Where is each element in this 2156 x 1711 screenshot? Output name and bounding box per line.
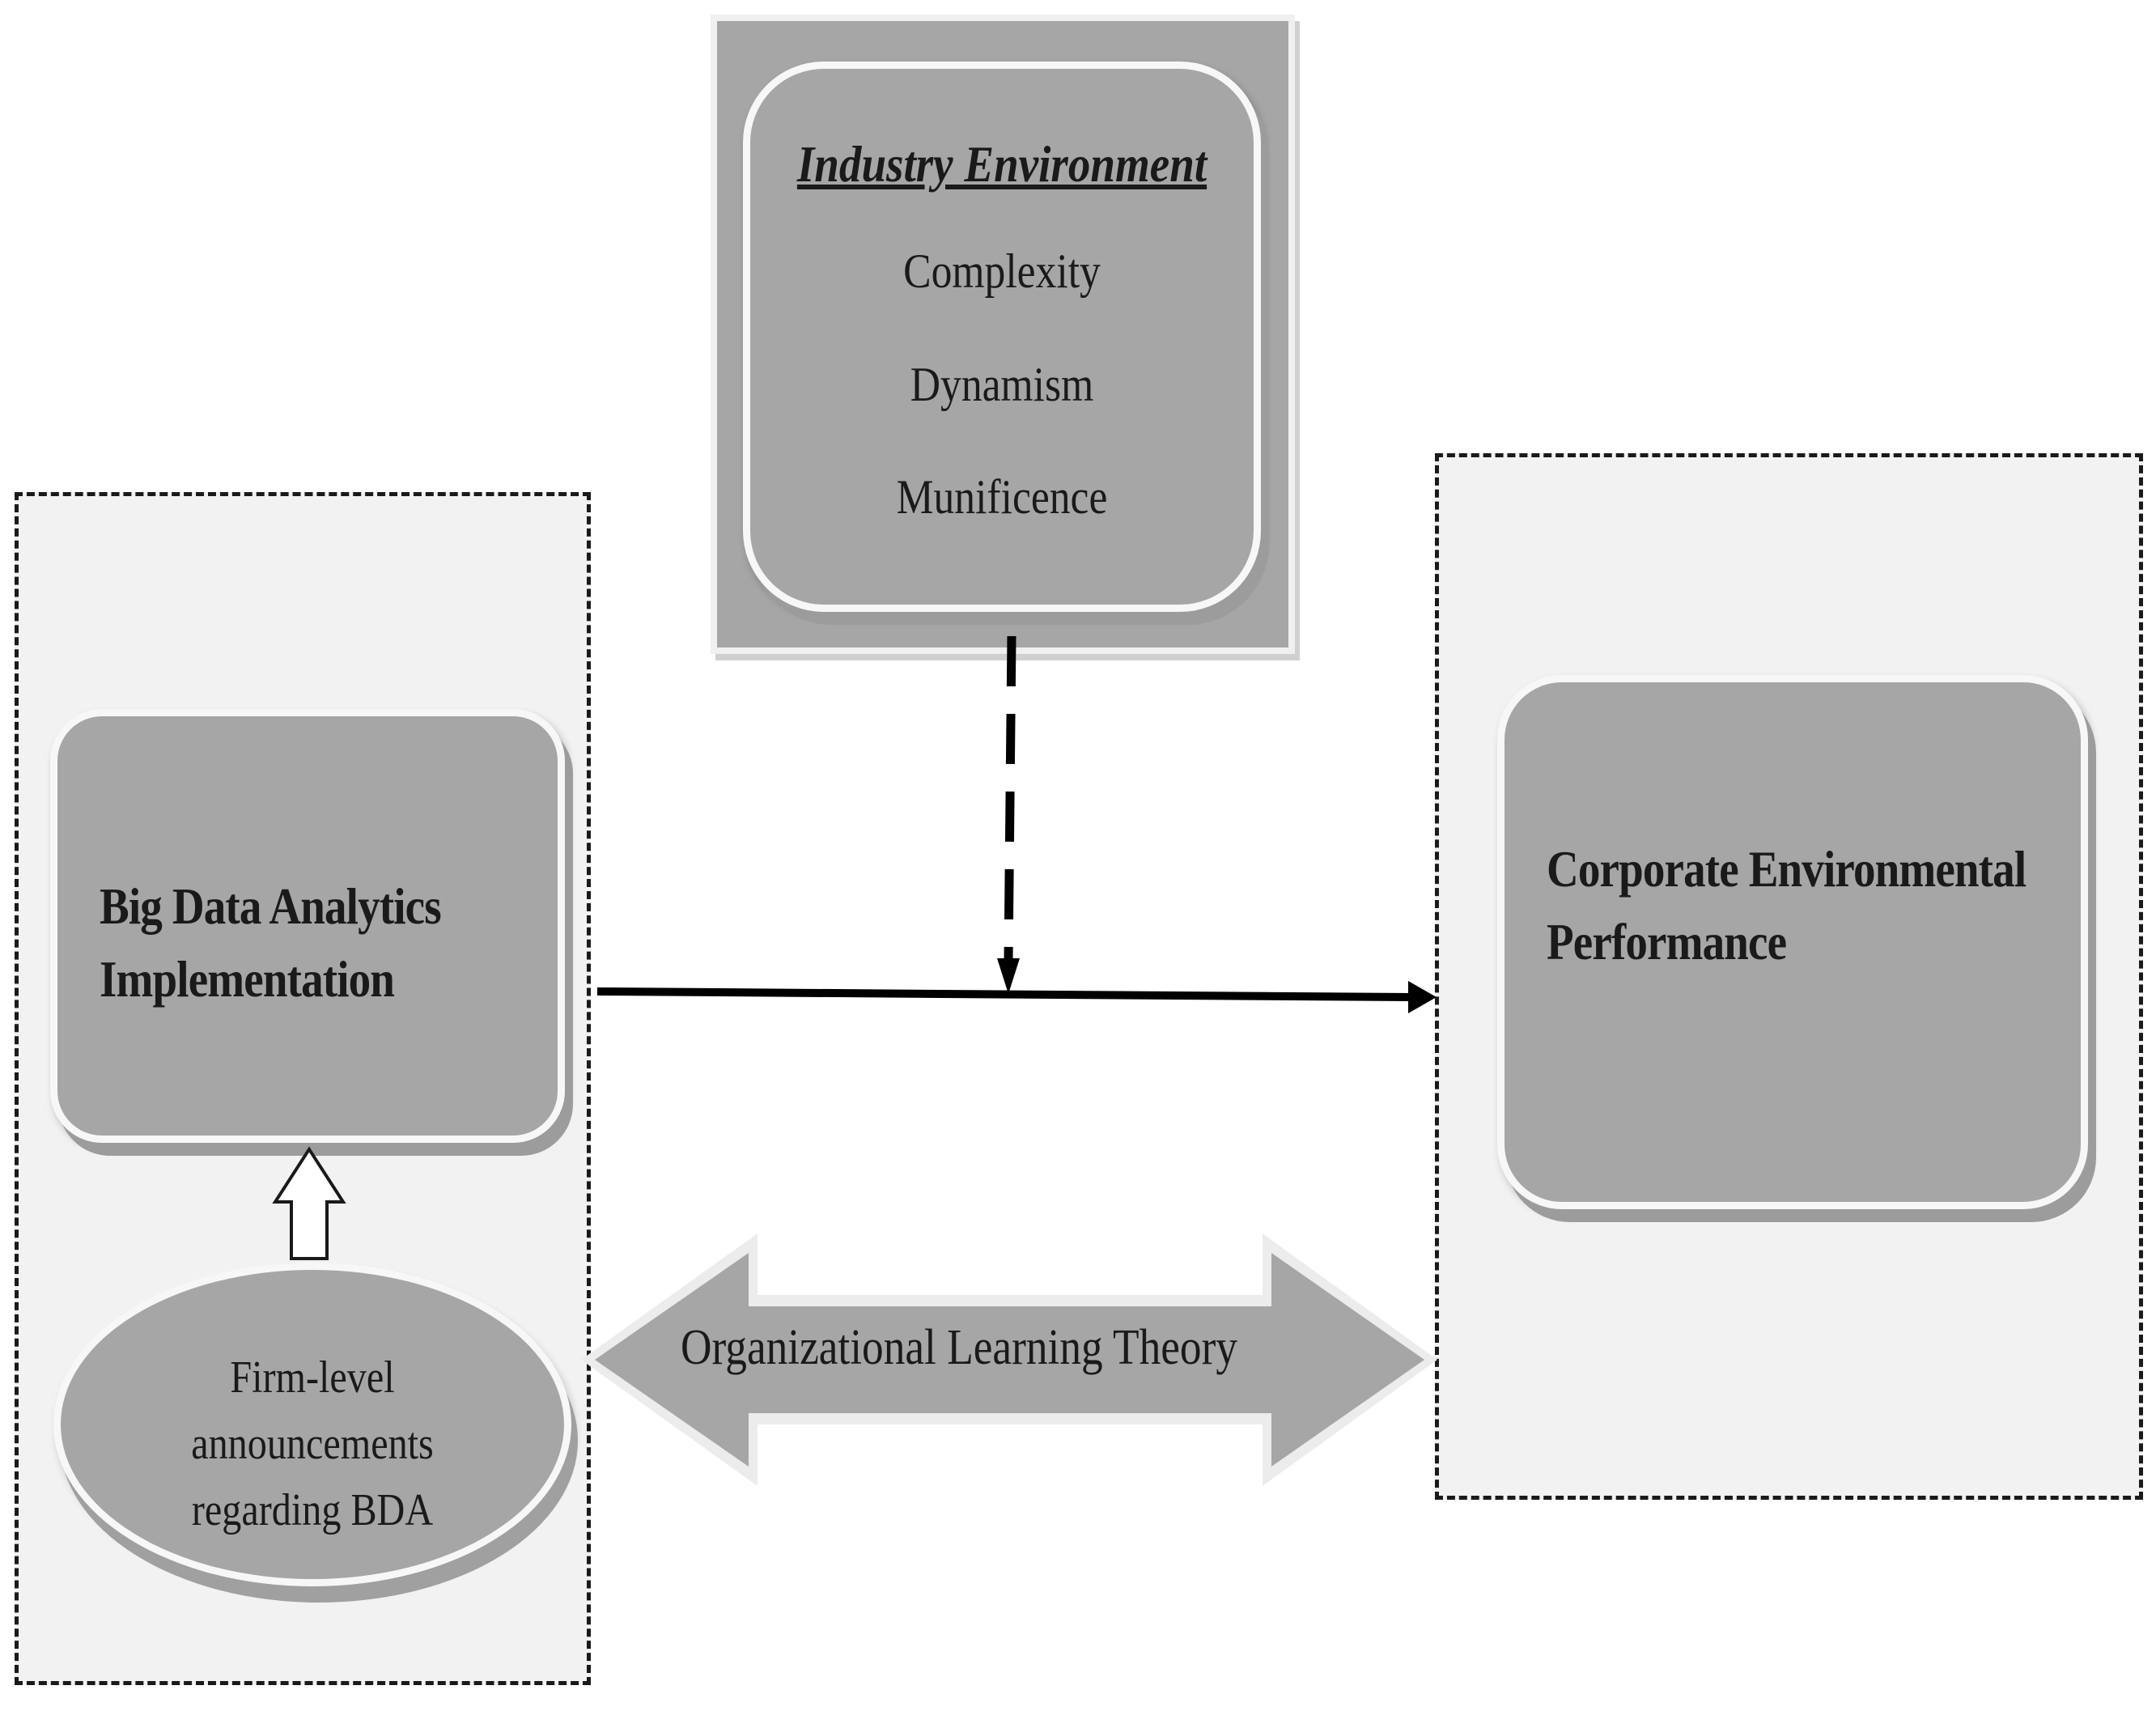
bda-implementation-line1: Big Data Analytics bbox=[100, 877, 442, 935]
theory-label: Organizational Learning Theory bbox=[681, 1320, 1237, 1375]
moderator-item-munificence: Munificence bbox=[896, 470, 1108, 524]
theory-double-arrow bbox=[595, 1253, 1424, 1467]
cep-line1: Corporate Environmental bbox=[1547, 840, 2027, 898]
industry-environment-box: Industry Environment Complexity Dynamism… bbox=[743, 62, 1261, 612]
cep-box: Corporate Environmental Performance bbox=[1497, 675, 2088, 1209]
firm-announcements-ellipse: Firm-level announcements regarding BDA bbox=[53, 1263, 571, 1586]
hollow-up-arrow bbox=[272, 1146, 346, 1260]
moderator-item-dynamism: Dynamism bbox=[910, 358, 1094, 411]
moderating-arrowhead bbox=[997, 958, 1020, 994]
industry-environment-title: Industry Environment bbox=[796, 135, 1207, 193]
cep-line2: Performance bbox=[1547, 913, 1787, 970]
firm-announcements-line3: regarding BDA bbox=[191, 1485, 434, 1535]
firm-announcements-line2: announcements bbox=[191, 1419, 434, 1469]
bda-implementation-line2: Implementation bbox=[100, 950, 395, 1008]
moderating-dashed-line bbox=[1004, 635, 1016, 962]
moderator-item-complexity: Complexity bbox=[903, 244, 1101, 298]
main-effect-arrowhead bbox=[1408, 981, 1437, 1013]
firm-announcements-line1: Firm-level bbox=[230, 1352, 395, 1403]
bda-implementation-box: Big Data Analytics Implementation bbox=[50, 709, 565, 1143]
main-effect-line bbox=[596, 987, 1413, 1001]
